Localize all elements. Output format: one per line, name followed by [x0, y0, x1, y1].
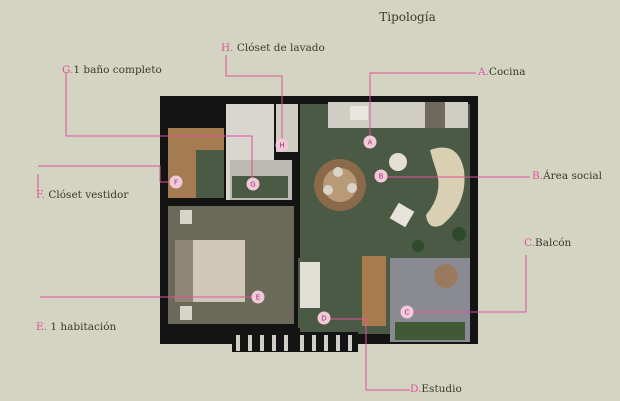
- marker-f: F: [169, 175, 183, 189]
- marker-b: B: [374, 169, 388, 183]
- nightstand: [180, 210, 192, 224]
- label-closet-lavado: H. Clóset de lavado: [221, 42, 325, 54]
- sofa: [426, 147, 465, 227]
- marker-d: D: [317, 311, 331, 325]
- svg-text:F: F: [174, 179, 178, 187]
- plant: [412, 240, 424, 252]
- kitchen-sink: [350, 106, 368, 120]
- marker-h: H: [275, 138, 289, 152]
- walk-in-closet-rug: [196, 150, 224, 198]
- leader-lines: [37, 55, 530, 391]
- svg-text:B: B: [379, 173, 384, 181]
- balcony-chair: [434, 264, 458, 288]
- svg-text:D: D: [321, 315, 326, 323]
- marker-g: G: [246, 177, 260, 191]
- label-habitacion: E. 1 habitación: [36, 321, 117, 333]
- facade-louvers: [232, 332, 358, 352]
- svg-text:E: E: [256, 294, 260, 302]
- svg-text:H: H: [279, 142, 284, 150]
- side-table: [389, 153, 407, 171]
- label-closet-vestidor: F. Clóset vestidor: [36, 189, 129, 201]
- marker-e: E: [251, 290, 265, 304]
- bathroom-mat: [232, 176, 288, 198]
- svg-text:C: C: [405, 309, 410, 317]
- balcony-planter: [395, 322, 465, 340]
- kitchen-counter: [328, 102, 468, 128]
- armchair: [389, 202, 415, 228]
- label-balcon: C.Balcón: [524, 237, 572, 249]
- marker-c: C: [400, 305, 414, 319]
- chair: [323, 185, 333, 195]
- marker-a: A: [363, 135, 377, 149]
- label-area-social: B.Área social: [532, 170, 603, 182]
- chair: [347, 183, 357, 193]
- label-bano: G.1 baño completo: [62, 64, 162, 76]
- study-sofa: [300, 262, 320, 308]
- label-cocina: A.Cocina: [478, 66, 526, 78]
- label-estudio: D.Estudio: [410, 383, 462, 395]
- bed-headboard: [175, 240, 193, 302]
- chair: [333, 167, 343, 177]
- svg-text:A: A: [368, 139, 373, 147]
- svg-text:G: G: [250, 181, 255, 189]
- kitchen-appliance: [425, 102, 445, 128]
- nightstand: [180, 306, 192, 320]
- page-title: Tipología: [379, 10, 436, 24]
- plant: [452, 227, 466, 241]
- study-desk: [362, 256, 386, 326]
